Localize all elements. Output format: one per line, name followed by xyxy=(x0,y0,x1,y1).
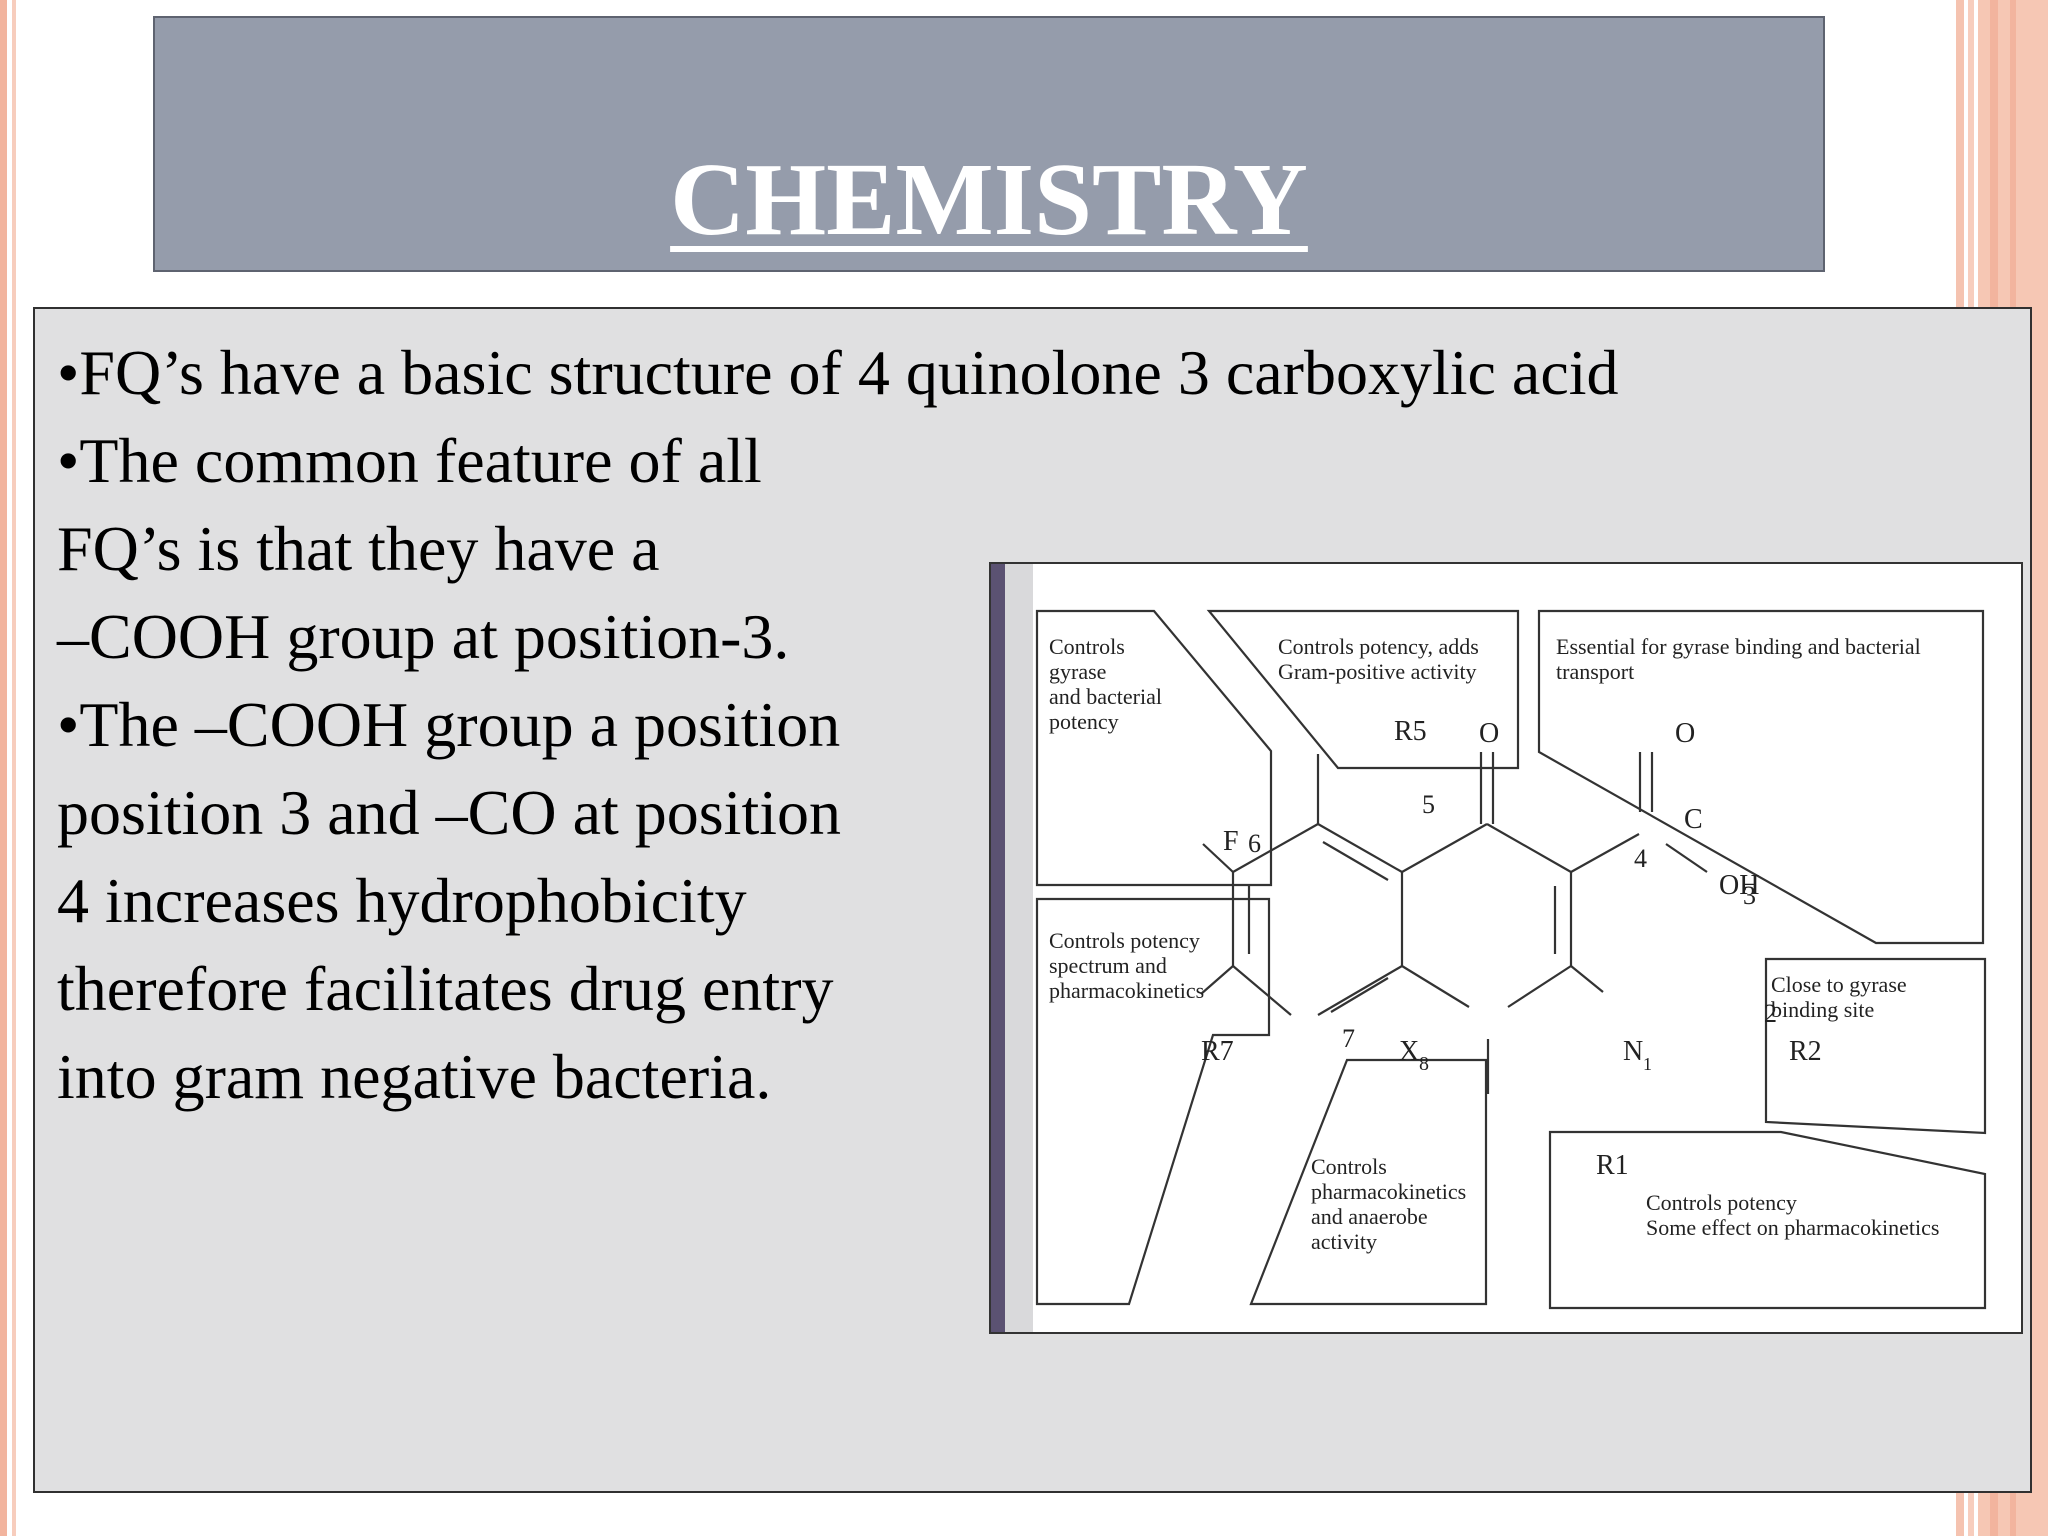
position-number: 5 xyxy=(1422,790,1435,819)
bond xyxy=(1317,965,1403,1016)
bond-double xyxy=(1330,977,1389,1013)
atom-label: F xyxy=(1223,826,1239,857)
figure-edge-bar xyxy=(991,564,1005,1332)
position-number: 7 xyxy=(1342,1024,1355,1053)
quinolone-structure-figure: Controls gyrase and bacterial potency Co… xyxy=(989,562,2023,1334)
annotation-text: Some effect on pharmacokinetics xyxy=(1646,1215,1939,1240)
frame-essential xyxy=(1537,609,1985,945)
bond xyxy=(1317,823,1403,873)
annotation-text: pharmacokinetics xyxy=(1049,978,1204,1003)
atom-label: R2 xyxy=(1789,1036,1822,1067)
figure-edge-shadow xyxy=(1005,564,1033,1332)
bond-r2 xyxy=(1570,965,1604,993)
slide-title: CHEMISTRY xyxy=(670,142,1308,257)
text-line: FQ’s is that they have a xyxy=(57,513,660,584)
frame-r5 xyxy=(1206,609,1520,770)
position-number: 3 xyxy=(1743,881,1756,910)
atom-label: R1 xyxy=(1596,1150,1629,1181)
left-stripe-decoration-thin xyxy=(12,0,16,1536)
annotation-text: Close to gyrase xyxy=(1771,972,1907,997)
atom-label: O xyxy=(1479,718,1499,749)
atom-label: OH xyxy=(1719,870,1759,901)
frame-x8 xyxy=(1249,1058,1488,1306)
annotation-text: Controls xyxy=(1311,1154,1387,1179)
text-line: position 3 and –CO at position xyxy=(57,777,841,848)
position-number: 6 xyxy=(1248,829,1261,858)
atom-label: R5 xyxy=(1394,716,1427,747)
bond xyxy=(1507,965,1572,1008)
annotation-text: and bacterial xyxy=(1049,684,1162,709)
annotation-text: activity xyxy=(1311,1229,1377,1254)
title-banner: CHEMISTRY xyxy=(153,16,1825,272)
bond xyxy=(1401,965,1470,1008)
annotation-text: Controls xyxy=(1049,634,1125,659)
atom-label: R7 xyxy=(1201,1036,1234,1067)
position-number: 2 xyxy=(1764,999,1777,1028)
atom-label: N xyxy=(1623,1036,1643,1067)
text-line: •FQ’s have a basic structure of 4 quinol… xyxy=(57,337,1619,408)
atom-subscript: 1 xyxy=(1643,1054,1652,1074)
bond xyxy=(1486,823,1572,873)
frame-r7 xyxy=(1035,897,1271,1306)
bond-f xyxy=(1202,843,1234,873)
content-panel: •FQ’s have a basic structure of 4 quinol… xyxy=(33,307,2032,1493)
annotation-text: pharmacokinetics xyxy=(1311,1179,1466,1204)
annotation-text: and anaerobe xyxy=(1311,1204,1428,1229)
position-number: 4 xyxy=(1634,844,1647,873)
annotation-text: Controls potency xyxy=(1646,1190,1797,1215)
atom-label: O xyxy=(1675,718,1695,749)
annotation-text: Gram-positive activity xyxy=(1278,659,1477,684)
text-line: into gram negative bacteria. xyxy=(57,1041,772,1112)
annotation-text: Essential for gyrase binding and bacteri… xyxy=(1556,634,1921,659)
bond xyxy=(1570,833,1640,873)
atom-label: C xyxy=(1684,804,1703,835)
bond-r7 xyxy=(1200,965,1234,995)
text-line: 4 increases hydrophobicity xyxy=(57,865,747,936)
annotation-text: Controls potency, adds xyxy=(1278,634,1479,659)
bond xyxy=(1665,843,1708,873)
left-stripe-decoration xyxy=(0,0,7,1536)
frame-r1 xyxy=(1548,1130,1987,1310)
bond xyxy=(1232,965,1292,1016)
annotation-text: potency xyxy=(1049,709,1119,734)
atom-label: X xyxy=(1399,1036,1419,1067)
text-line: –COOH group at position-3. xyxy=(57,601,790,672)
annotation-text: Controls potency xyxy=(1049,928,1200,953)
annotation-text: transport xyxy=(1556,659,1634,684)
text-line: •The common feature of all xyxy=(57,425,762,496)
frame-gyrase xyxy=(1035,609,1273,887)
atom-subscript: 8 xyxy=(1419,1053,1429,1075)
text-line: •The –COOH group a position xyxy=(57,689,841,760)
bond-double xyxy=(1322,841,1389,881)
annotation-text: spectrum and xyxy=(1049,953,1167,978)
bond xyxy=(1401,823,1488,873)
annotation-text: binding site xyxy=(1771,997,1874,1022)
structure-diagram: Controls gyrase and bacterial potency Co… xyxy=(1035,609,1987,1310)
bond xyxy=(1232,823,1319,873)
annotation-text: gyrase xyxy=(1049,659,1106,684)
frame-r2 xyxy=(1764,957,1987,1135)
text-line: therefore facilitates drug entry xyxy=(57,953,834,1024)
